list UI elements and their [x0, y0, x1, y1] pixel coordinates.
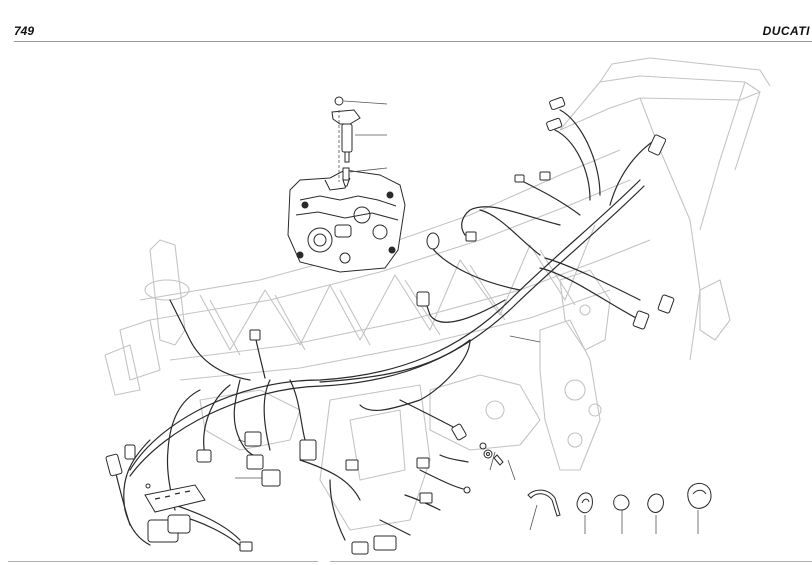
- ignition-coil-icon: [331, 96, 361, 163]
- fuse-box-icon: [144, 484, 206, 543]
- cable-clip-icon: [527, 483, 712, 517]
- brand-logo: DUCATI: [762, 24, 810, 38]
- page-number: 749: [14, 24, 35, 38]
- screw-icon: [145, 442, 504, 489]
- footer-divider-left: [8, 561, 318, 562]
- relay-icon: [244, 431, 359, 487]
- header-divider: [14, 41, 812, 42]
- footer-divider-right: [330, 561, 812, 562]
- cylinder-head-icon: [287, 169, 406, 273]
- spark-plug-icon: [342, 167, 350, 187]
- connector-icon: [105, 96, 675, 555]
- wiring-harness-icon: [114, 109, 656, 551]
- wiring-harness-diagram: [104, 57, 771, 555]
